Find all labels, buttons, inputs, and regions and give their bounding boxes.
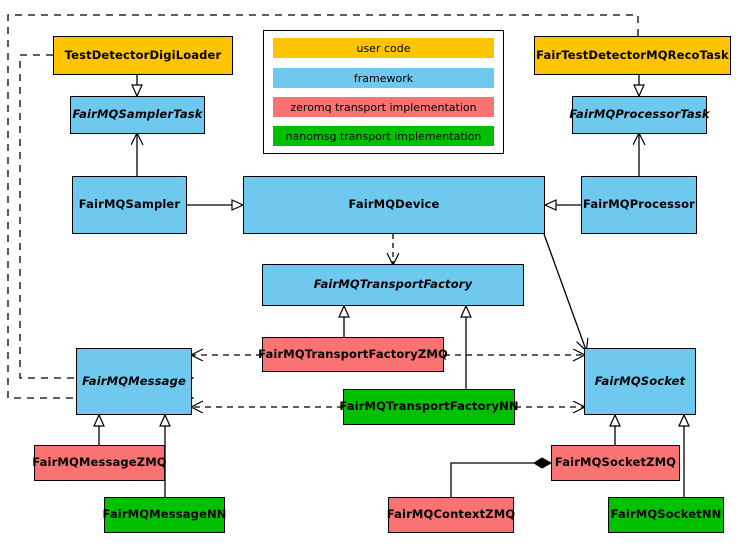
legend-label: framework: [353, 71, 414, 85]
legend-label: user code: [356, 41, 411, 55]
class-label: FairMQSocketZMQ: [554, 455, 677, 470]
legend-item-zeromq: zeromq transport implementation: [273, 97, 494, 117]
class-label: FairMQDevice: [348, 197, 440, 212]
class-label: FairMQContextZMQ: [386, 507, 516, 522]
class-box-fairmqsocketnn[interactable]: FairMQSocketNN: [608, 497, 724, 533]
class-label: FairTestDetectorMQRecoTask: [536, 47, 729, 62]
class-box-fairmqtransportfactory[interactable]: FairMQTransportFactory: [262, 264, 524, 306]
class-box-fairmqsamplertask[interactable]: FairMQSamplerTask: [70, 96, 205, 134]
class-label: FairMQSampler: [78, 197, 181, 212]
class-box-fairmqcontextzmq[interactable]: FairMQContextZMQ: [386, 497, 516, 533]
class-box-fairmqtransportfactoryzmq[interactable]: FairMQTransportFactoryZMQ: [258, 337, 448, 372]
class-label: FairMQProcessorTask: [569, 107, 710, 122]
class-box-fairmqsampler[interactable]: FairMQSampler: [72, 176, 187, 234]
legend-item-nanomsg: nanomsg transport implementation: [273, 126, 494, 146]
class-box-fairmqmessagezmq[interactable]: FairMQMessageZMQ: [32, 445, 167, 481]
class-box-fairmqprocessortask[interactable]: FairMQProcessorTask: [569, 96, 710, 134]
class-box-fairmqmessage[interactable]: FairMQMessage: [76, 348, 192, 415]
edge-device-socket: [543, 233, 586, 350]
class-label: FairMQMessageNN: [102, 507, 227, 522]
class-label: FairMQMessage: [82, 373, 186, 388]
class-label: FairMQProcessor: [583, 197, 695, 212]
class-label: FairMQTransportFactoryNN: [339, 399, 519, 414]
class-box-fairmqprocessor[interactable]: FairMQProcessor: [581, 176, 697, 234]
legend-item-framework: framework: [273, 68, 494, 88]
class-box-fairmqtransportfactorynn[interactable]: FairMQTransportFactoryNN: [339, 389, 519, 425]
class-box-fairmqmessagenn[interactable]: FairMQMessageNN: [102, 497, 227, 533]
edge-contextzmq-socketzmq: [450, 457, 553, 497]
class-label: FairMQMessageZMQ: [32, 455, 167, 470]
class-box-fairmqsocketzmq[interactable]: FairMQSocketZMQ: [551, 445, 680, 481]
class-label: FairMQSamplerTask: [72, 107, 203, 122]
legend-item-user-code: user code: [273, 38, 494, 58]
class-label: FairMQSocketNN: [610, 507, 722, 522]
legend-panel: user code framework zeromq transport imp…: [263, 30, 504, 154]
class-label: FairMQSocket: [594, 373, 686, 388]
class-box-fairmqsocket[interactable]: FairMQSocket: [584, 348, 696, 415]
legend-label: zeromq transport implementation: [290, 100, 477, 114]
class-label: FairMQTransportFactoryZMQ: [258, 346, 448, 361]
class-box-testdetectordigiloader[interactable]: TestDetectorDigiLoader: [53, 36, 233, 75]
legend-label: nanomsg transport implementation: [285, 129, 482, 143]
class-label: FairMQTransportFactory: [313, 277, 473, 292]
edge-recotask-message: [7, 14, 639, 398]
class-box-fairmqdevice[interactable]: FairMQDevice: [243, 176, 545, 234]
class-label: TestDetectorDigiLoader: [64, 47, 222, 62]
class-box-fairtestdetectormqrecotask[interactable]: FairTestDetectorMQRecoTask: [534, 36, 731, 75]
